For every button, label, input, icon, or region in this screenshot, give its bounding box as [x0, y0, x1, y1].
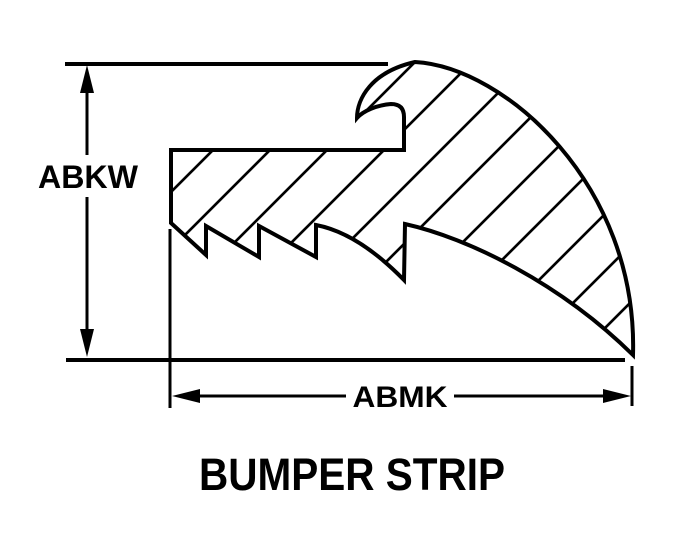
height-dimension-arrow-up	[80, 65, 94, 93]
width-dimension-arrow-right	[603, 389, 631, 403]
width-dimension-label: ABMK	[353, 381, 448, 414]
labels: ABKW ABMK BUMPER STRIP	[38, 159, 505, 500]
width-dimension-arrow-left	[172, 389, 200, 403]
height-dimension-label: ABKW	[38, 159, 139, 195]
part-title: BUMPER STRIP	[199, 449, 505, 500]
bumper-strip-profile	[169, 59, 636, 360]
height-dimension-arrow-down	[80, 329, 94, 357]
